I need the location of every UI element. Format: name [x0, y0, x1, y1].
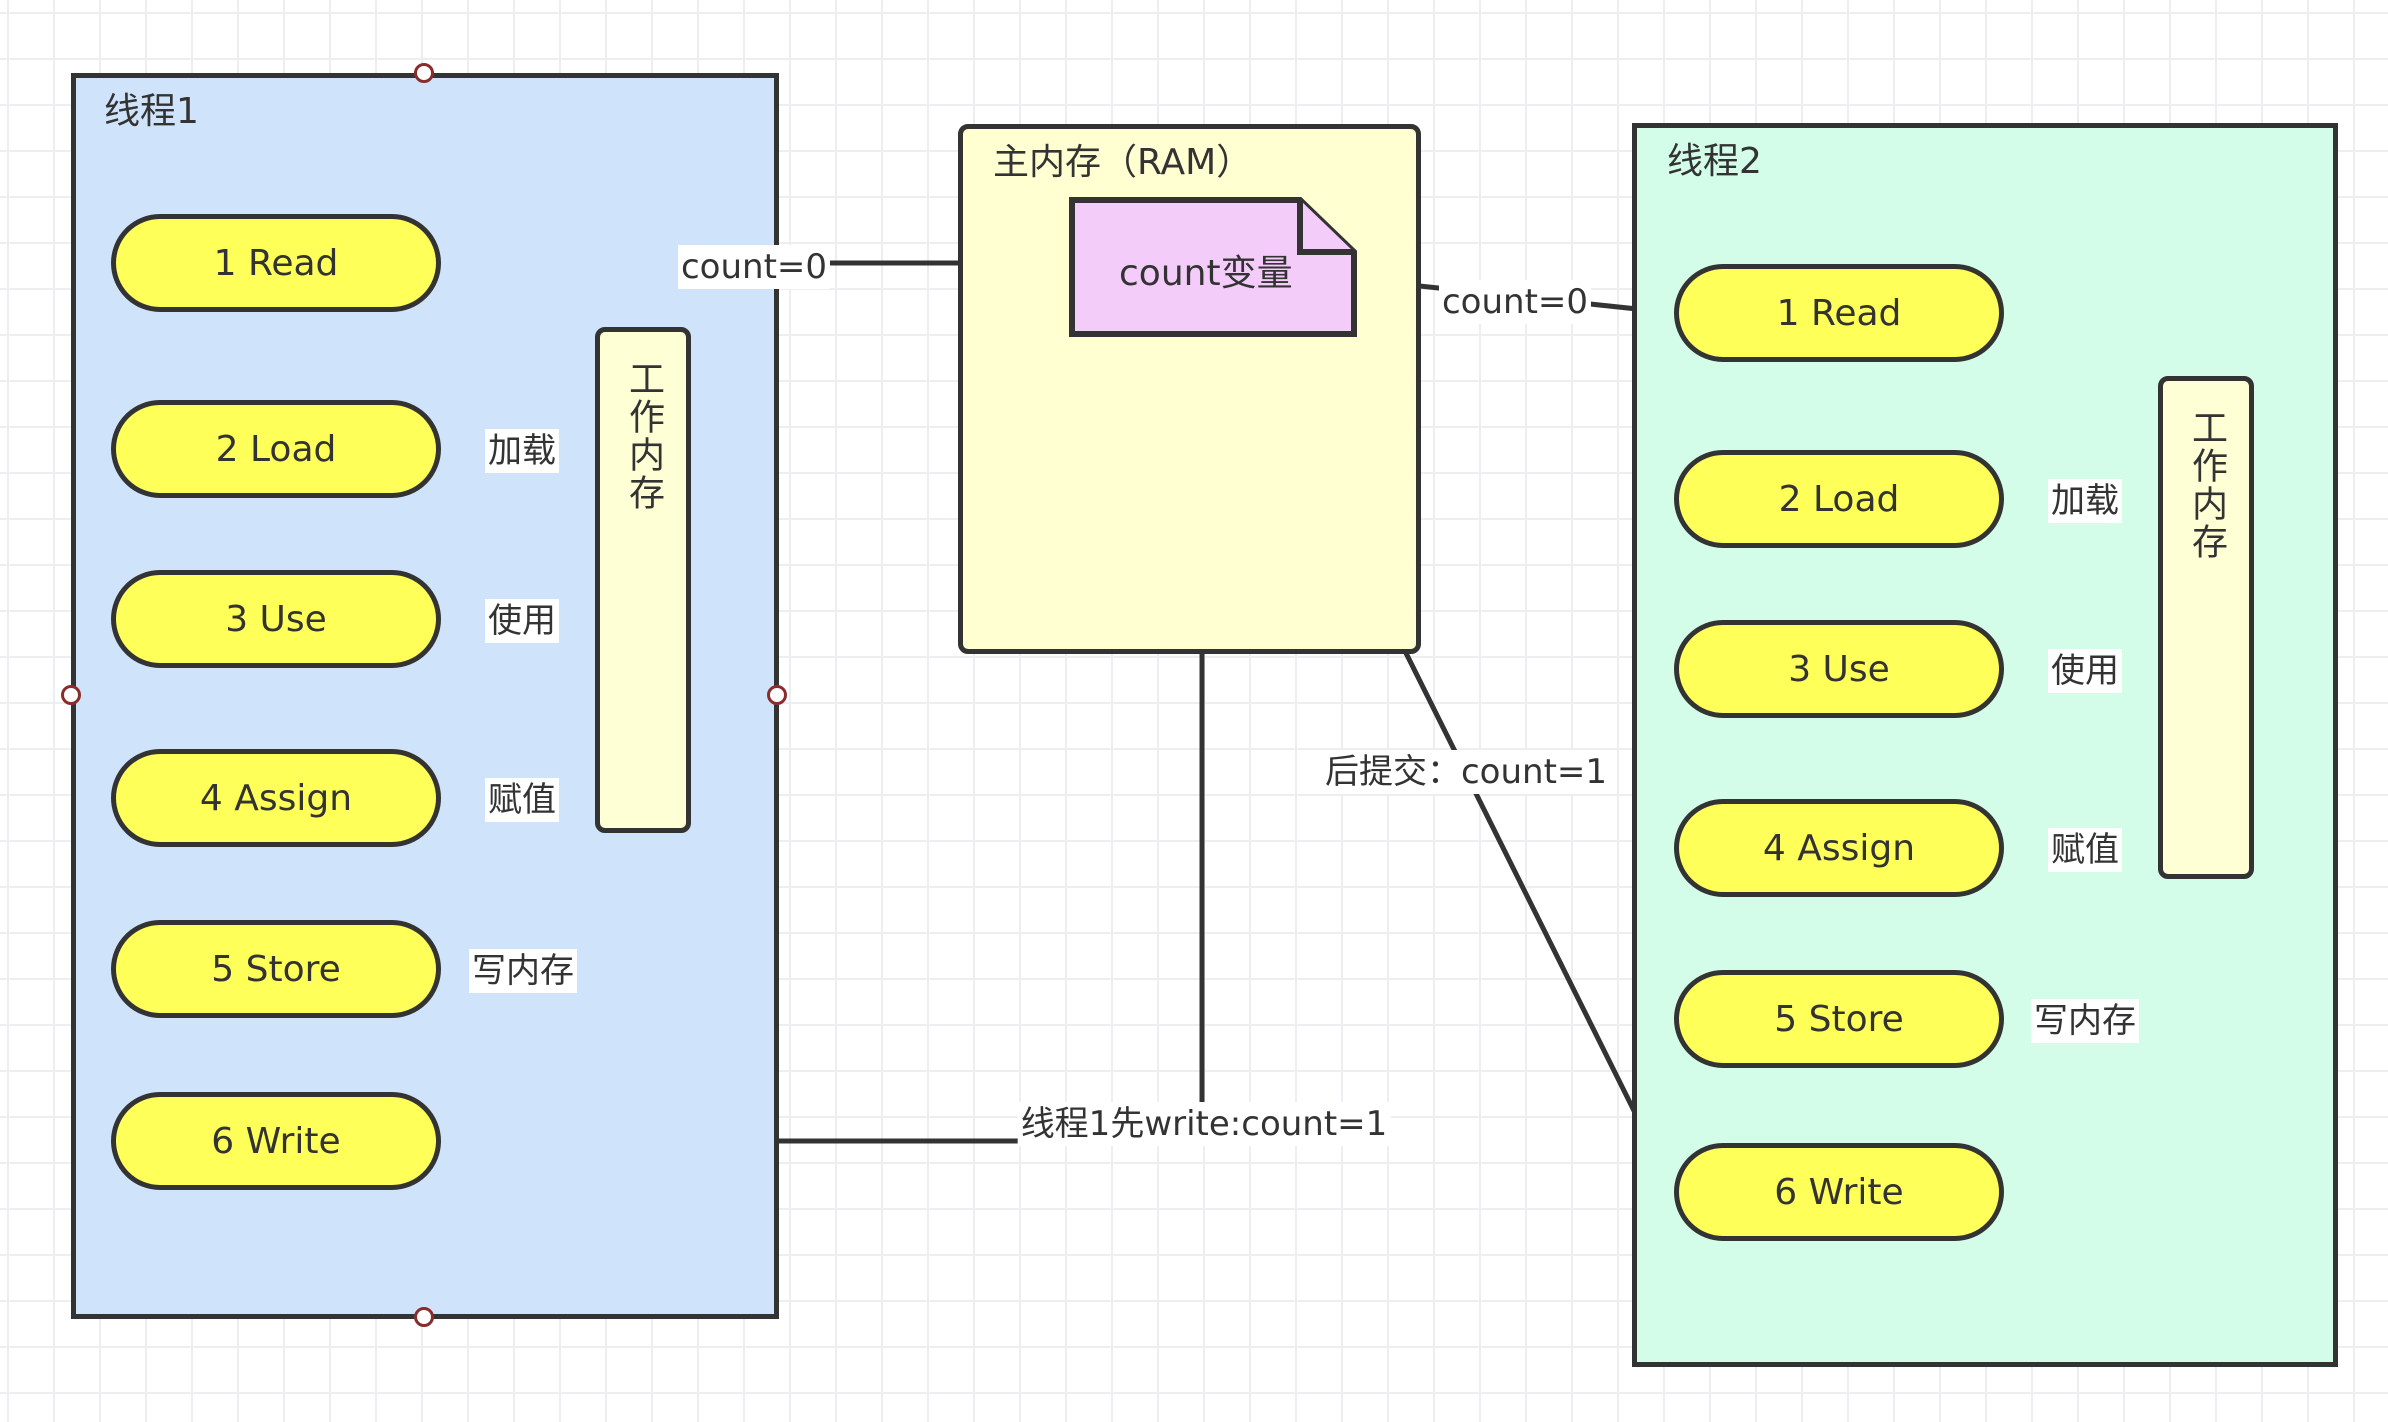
thread2-step-assign[interactable]: 4 Assign	[1674, 799, 2004, 897]
thread1-edge-label-assign: 赋值	[485, 778, 559, 822]
resize-handle-bottom[interactable]	[414, 1307, 434, 1327]
thread1-edge-label-store: 写内存	[469, 949, 577, 993]
thread1-step-write[interactable]: 6 Write	[111, 1092, 441, 1190]
thread1-edge-label-load: 加载	[485, 429, 559, 473]
thread1-read-label: count=0	[677, 245, 831, 289]
thread2-working-memory-label: 工作内存	[2186, 409, 2227, 561]
count-variable-note[interactable]	[1068, 196, 1358, 338]
thread2-read-label: count=0	[1438, 280, 1592, 324]
main-memory-title: 主内存（RAM）	[993, 142, 1253, 183]
thread1-step-read[interactable]: 1 Read	[111, 214, 441, 312]
resize-handle-right[interactable]	[767, 685, 787, 705]
thread1-step-store[interactable]: 5 Store	[111, 920, 441, 1018]
thread2-title: 线程2	[1667, 141, 1762, 182]
thread2-step-store[interactable]: 5 Store	[1674, 970, 2004, 1068]
thread2-edge-label-assign: 赋值	[2048, 828, 2122, 872]
thread1-title: 线程1	[104, 91, 199, 132]
resize-handle-left[interactable]	[61, 685, 81, 705]
thread1-working-memory[interactable]: 工作内存	[595, 327, 691, 833]
count-variable-label: count变量	[1119, 253, 1293, 294]
thread1-edge-label-use: 使用	[485, 599, 559, 643]
thread2-edge-label-load: 加载	[2048, 479, 2122, 523]
thread2-step-write[interactable]: 6 Write	[1674, 1143, 2004, 1241]
thread1-step-load[interactable]: 2 Load	[111, 400, 441, 498]
resize-handle-top[interactable]	[414, 63, 434, 83]
thread2-edge-label-use: 使用	[2048, 649, 2122, 693]
thread1-step-use[interactable]: 3 Use	[111, 570, 441, 668]
thread2-working-memory[interactable]: 工作内存	[2158, 376, 2254, 879]
thread1-working-memory-label: 工作内存	[623, 360, 664, 512]
thread2-step-load[interactable]: 2 Load	[1674, 450, 2004, 548]
thread1-step-assign[interactable]: 4 Assign	[111, 749, 441, 847]
thread1-write-label: 线程1先write:count=1	[1017, 1102, 1391, 1146]
thread2-step-read[interactable]: 1 Read	[1674, 264, 2004, 362]
thread2-step-use[interactable]: 3 Use	[1674, 620, 2004, 718]
thread2-edge-label-store: 写内存	[2031, 999, 2139, 1043]
thread2-write-label: 后提交：count=1	[1321, 750, 1611, 794]
